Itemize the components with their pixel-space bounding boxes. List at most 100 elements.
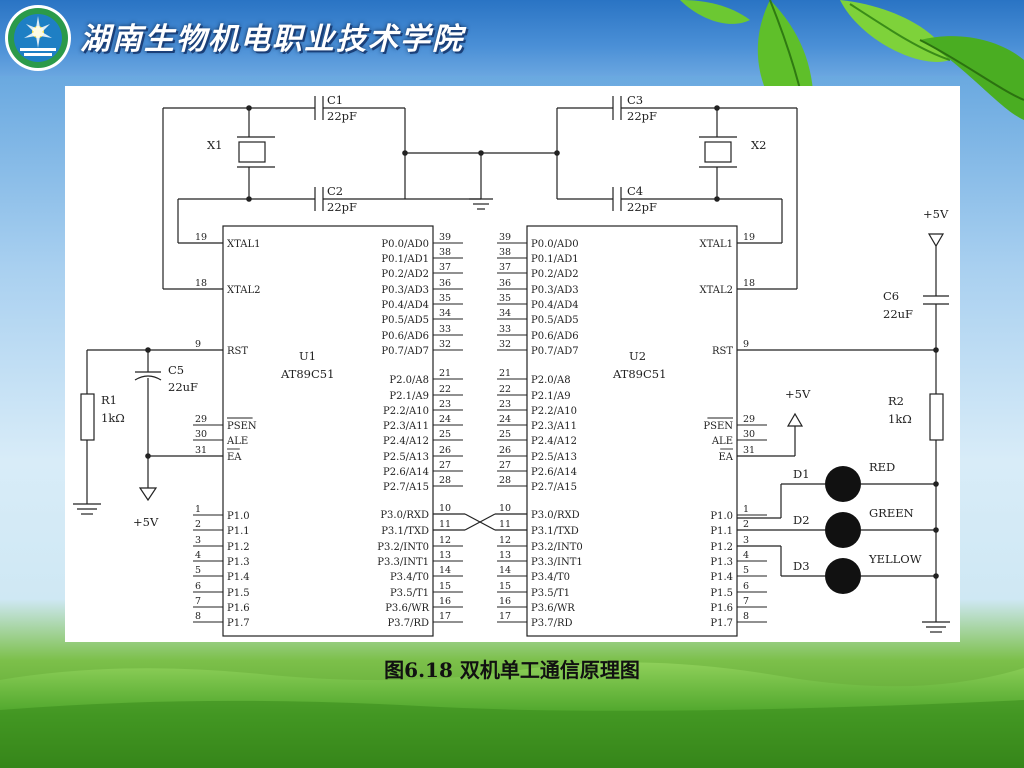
u1-pin-name: P3.3/INT1 bbox=[377, 557, 429, 568]
u1-pin-name: P3.6/WR bbox=[385, 603, 429, 614]
u2-pin-number: 36 bbox=[499, 278, 511, 289]
u1-pin-number: 13 bbox=[439, 550, 451, 561]
u1-pin-name: P3.1/TXD bbox=[381, 526, 429, 537]
u2-pin-name: P0.2/AD2 bbox=[531, 269, 579, 280]
c1-value: 22pF bbox=[327, 109, 357, 123]
u1-pin-name: ALE bbox=[226, 436, 248, 447]
u2-pin-name: P2.0/A8 bbox=[531, 375, 571, 386]
led-d2 bbox=[825, 512, 861, 548]
u1-pin-number: 31 bbox=[195, 445, 207, 456]
u2-pin-number: 16 bbox=[499, 596, 511, 607]
c3-value: 22pF bbox=[627, 109, 657, 123]
u1-pin-number: 21 bbox=[439, 368, 451, 379]
u1-pin-name: P3.0/RXD bbox=[380, 510, 429, 521]
u1-pin-number: 23 bbox=[439, 399, 451, 410]
vcc-left-label: +5V bbox=[133, 515, 159, 529]
u2-pin-number: 3 bbox=[743, 535, 749, 546]
u1-pin-number: 32 bbox=[439, 339, 451, 350]
u2-pin-name: P2.3/A11 bbox=[531, 421, 577, 432]
u1-pin-name: P2.0/A8 bbox=[389, 375, 429, 386]
u1-pin-number: 12 bbox=[439, 535, 451, 546]
c6-value: 22uF bbox=[883, 307, 913, 321]
u2-pin-number: 8 bbox=[743, 611, 749, 622]
u2-pin-number: 13 bbox=[499, 550, 511, 561]
u2-pin-number: 2 bbox=[743, 519, 749, 530]
u2-pin-name: P1.0 bbox=[710, 511, 733, 522]
u1-pin-number: 6 bbox=[195, 581, 201, 592]
u1-chip bbox=[222, 225, 434, 637]
c4-name: C4 bbox=[627, 184, 643, 198]
u1-pin-number: 33 bbox=[439, 324, 451, 335]
u1-pin-number: 19 bbox=[195, 232, 207, 243]
u1-pin-number: 34 bbox=[439, 308, 451, 319]
college-logo-icon bbox=[5, 5, 71, 71]
u1-pin-name: P0.7/AD7 bbox=[381, 346, 429, 357]
u2-pin-number: 33 bbox=[499, 324, 511, 335]
u1-pin-name: PSEN bbox=[227, 421, 257, 432]
u1-pin-number: 30 bbox=[195, 429, 207, 440]
u2-pin-name: EA bbox=[718, 452, 733, 463]
u2-pin-number: 4 bbox=[743, 550, 749, 561]
u1-pin-name: P3.2/INT0 bbox=[377, 542, 429, 553]
u2-chip bbox=[526, 225, 738, 637]
u2-pin-number: 14 bbox=[499, 565, 511, 576]
u1-pin-name: EA bbox=[227, 452, 242, 463]
u2-pin-name: P3.6/WR bbox=[531, 603, 575, 614]
u2-pin-number: 10 bbox=[499, 503, 511, 514]
u2-pin-number: 39 bbox=[499, 232, 511, 243]
u2-pin-number: 7 bbox=[743, 596, 749, 607]
u1-pin-number: 35 bbox=[439, 293, 451, 304]
u1-pin-number: 2 bbox=[195, 519, 201, 530]
u2-pin-name: P3.5/T1 bbox=[531, 588, 570, 599]
u1-pin-name: P1.2 bbox=[227, 542, 250, 553]
u2-pin-name: P1.4 bbox=[710, 572, 733, 583]
u2-pin-number: 15 bbox=[499, 581, 511, 592]
u2-pin-name: P0.7/AD7 bbox=[531, 346, 579, 357]
u1-pin-number: 22 bbox=[439, 384, 451, 395]
u2-pin-number: 28 bbox=[499, 475, 511, 486]
u1-pin-number: 28 bbox=[439, 475, 451, 486]
u2-pin-name: P2.1/A9 bbox=[531, 391, 571, 402]
u1-pin-number: 15 bbox=[439, 581, 451, 592]
u2-pin-number: 1 bbox=[743, 504, 749, 515]
u1-pin-name: P2.3/A11 bbox=[383, 421, 429, 432]
vcc-right-label: +5V bbox=[923, 207, 949, 221]
led-green-label: GREEN bbox=[869, 506, 914, 520]
u2-pin-number: 21 bbox=[499, 368, 511, 379]
u2-pin-number: 27 bbox=[499, 460, 511, 471]
u1-pin-name: P3.7/RD bbox=[387, 618, 429, 629]
u2-pin-number: 24 bbox=[499, 414, 511, 425]
c1-name: C1 bbox=[327, 93, 343, 107]
u1-pin-number: 37 bbox=[439, 262, 451, 273]
u2-pin-number: 11 bbox=[499, 519, 511, 530]
c6-name: C6 bbox=[883, 289, 899, 303]
r2-value: 1kΩ bbox=[888, 412, 912, 426]
u2-name: U2 bbox=[629, 349, 646, 363]
u2-pin-name: P0.0/AD0 bbox=[531, 239, 579, 250]
u2-pin-number: 6 bbox=[743, 581, 749, 592]
u1-pin-name: P0.1/AD1 bbox=[381, 254, 429, 265]
led-d3 bbox=[825, 558, 861, 594]
u1-pin-number: 9 bbox=[195, 339, 201, 350]
u2-pin-name: P2.4/A12 bbox=[531, 436, 577, 447]
c5-name: C5 bbox=[168, 363, 184, 377]
u1-pin-name: RST bbox=[227, 346, 248, 357]
u2-pin-name: P3.7/RD bbox=[531, 618, 573, 629]
u1-pin-number: 11 bbox=[439, 519, 451, 530]
u1-pin-name: P0.4/AD4 bbox=[381, 300, 429, 311]
u1-pin-name: P1.3 bbox=[227, 557, 250, 568]
r1-name: R1 bbox=[101, 393, 117, 407]
u2-pin-name: P1.7 bbox=[710, 618, 733, 629]
c3-name: C3 bbox=[627, 93, 643, 107]
u2-pin-name: P2.6/A14 bbox=[531, 467, 577, 478]
u2-pin-name: P1.1 bbox=[710, 526, 733, 537]
u2-pin-name: P0.6/AD6 bbox=[531, 331, 579, 342]
u2-pin-number: 38 bbox=[499, 247, 511, 258]
u1-pin-name: P0.3/AD3 bbox=[381, 285, 429, 296]
led-d1 bbox=[825, 466, 861, 502]
u1-pin-name: P3.5/T1 bbox=[390, 588, 429, 599]
d1-label: D1 bbox=[793, 467, 810, 481]
u1-pin-number: 36 bbox=[439, 278, 451, 289]
u1-pin-name: P0.2/AD2 bbox=[381, 269, 429, 280]
u1-pin-number: 24 bbox=[439, 414, 451, 425]
